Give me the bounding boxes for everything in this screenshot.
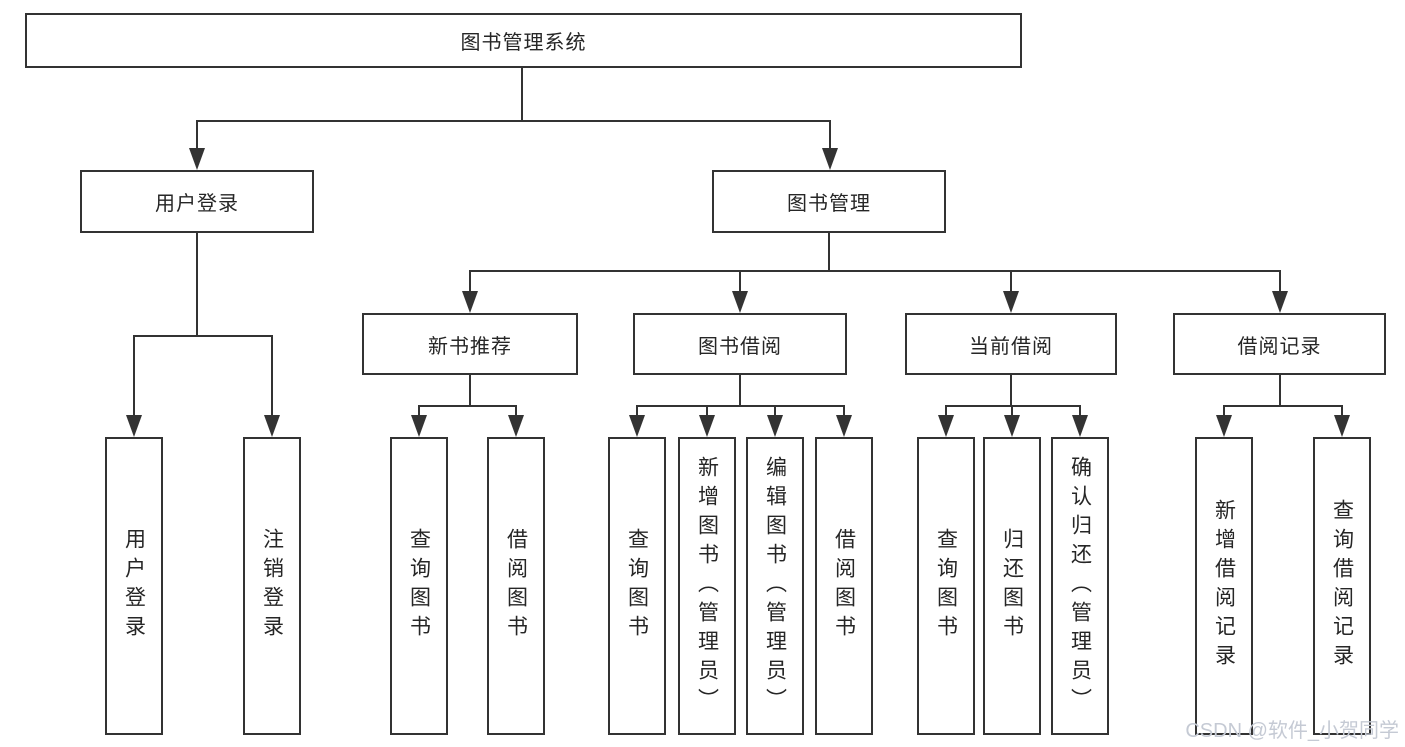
connector-recommend-stem bbox=[469, 270, 471, 294]
watermark: CSDN @软件_小贺同学 bbox=[1185, 720, 1399, 742]
connector-bb-leaf3-stem bbox=[774, 405, 776, 419]
node-root: 图书管理系统 bbox=[25, 13, 1022, 68]
connector-current-down bbox=[1010, 375, 1012, 406]
connector-current-bar bbox=[945, 405, 1081, 407]
leaf-user-login-label: 用户登录 bbox=[122, 528, 146, 644]
arrow-to-user-login-leaf bbox=[126, 415, 142, 437]
leaf-return-book: 归还图书 bbox=[983, 437, 1041, 735]
arrow-to-book-management bbox=[822, 148, 838, 170]
node-book-management: 图书管理 bbox=[712, 170, 946, 233]
connector-level2-bar bbox=[197, 120, 831, 122]
connector-borrow-stem bbox=[739, 270, 741, 294]
arrow-to-add-borrow-record bbox=[1216, 415, 1232, 437]
connector-level3-bar bbox=[469, 270, 1281, 272]
connector-bb-leaf2-stem bbox=[706, 405, 708, 419]
arrow-to-borrow-books-recommend bbox=[508, 415, 524, 437]
arrow-to-borrow-books-borrow bbox=[836, 415, 852, 437]
arrow-to-confirm-return-admin bbox=[1072, 415, 1088, 437]
connector-login-down bbox=[196, 233, 198, 336]
leaf-add-borrow-record-label: 新增借阅记录 bbox=[1212, 499, 1236, 673]
leaf-edit-book-admin: 编辑图书（管理员） bbox=[746, 437, 804, 735]
connector-records-down bbox=[1279, 375, 1281, 406]
leaf-query-books-borrow-label: 查询图书 bbox=[625, 528, 649, 644]
node-root-label: 图书管理系统 bbox=[460, 32, 587, 54]
arrow-to-edit-book-admin bbox=[767, 415, 783, 437]
arrow-to-user-login bbox=[189, 148, 205, 170]
connector-recommend-down bbox=[469, 375, 471, 406]
arrow-to-current-borrow bbox=[1003, 291, 1019, 313]
connector-bb-leaf1-stem bbox=[636, 405, 638, 419]
connector-book-management-stem bbox=[829, 120, 831, 152]
connector-mgmt-down bbox=[828, 233, 830, 272]
leaf-user-login: 用户登录 bbox=[105, 437, 163, 735]
leaf-borrow-books-recommend: 借阅图书 bbox=[487, 437, 545, 735]
leaf-return-book-label: 归还图书 bbox=[1000, 528, 1024, 644]
connector-root-stem bbox=[521, 68, 523, 121]
arrow-to-query-borrow-record bbox=[1334, 415, 1350, 437]
connector-br-leaf2-stem bbox=[1341, 405, 1343, 419]
connector-user-login-stem bbox=[196, 120, 198, 152]
leaf-add-book-admin: 新增图书（管理员） bbox=[678, 437, 736, 735]
leaf-borrow-books-borrow: 借阅图书 bbox=[815, 437, 873, 735]
node-current-borrow: 当前借阅 bbox=[905, 313, 1117, 375]
connector-recommend-bar bbox=[418, 405, 517, 407]
node-new-book-recommend-label: 新书推荐 bbox=[428, 335, 512, 358]
leaf-edit-book-admin-label: 编辑图书（管理员） bbox=[763, 455, 787, 717]
connector-cb-leaf1-stem bbox=[945, 405, 947, 419]
connector-borrow-down bbox=[739, 375, 741, 406]
arrow-to-book-borrow bbox=[732, 291, 748, 313]
node-current-borrow-label: 当前借阅 bbox=[969, 335, 1053, 358]
leaf-borrow-books-borrow-label: 借阅图书 bbox=[832, 528, 856, 644]
arrow-to-query-books-current bbox=[938, 415, 954, 437]
connector-rec-leaf2-stem bbox=[515, 405, 517, 419]
connector-records-bar bbox=[1223, 405, 1343, 407]
leaf-query-books-current-label: 查询图书 bbox=[934, 528, 958, 644]
arrow-to-query-books-borrow bbox=[629, 415, 645, 437]
leaf-add-book-admin-label: 新增图书（管理员） bbox=[695, 455, 719, 717]
leaf-query-borrow-record: 查询借阅记录 bbox=[1313, 437, 1371, 735]
leaf-logout-label: 注销登录 bbox=[260, 528, 284, 644]
leaf-add-borrow-record: 新增借阅记录 bbox=[1195, 437, 1253, 735]
connector-rec-leaf1-stem bbox=[418, 405, 420, 419]
arrow-to-query-books-recommend bbox=[411, 415, 427, 437]
arrow-to-return-book bbox=[1004, 415, 1020, 437]
node-borrow-records: 借阅记录 bbox=[1173, 313, 1386, 375]
node-user-login-label: 用户登录 bbox=[155, 193, 239, 215]
leaf-logout: 注销登录 bbox=[243, 437, 301, 735]
connector-bb-leaf4-stem bbox=[843, 405, 845, 419]
leaf-borrow-books-recommend-label: 借阅图书 bbox=[504, 528, 528, 644]
node-book-borrow: 图书借阅 bbox=[633, 313, 847, 375]
node-user-login: 用户登录 bbox=[80, 170, 314, 233]
connector-login-bar bbox=[133, 335, 273, 337]
leaf-query-books-current: 查询图书 bbox=[917, 437, 975, 735]
leaf-query-books-borrow: 查询图书 bbox=[608, 437, 666, 735]
arrow-to-logout-leaf bbox=[264, 415, 280, 437]
node-borrow-records-label: 借阅记录 bbox=[1237, 335, 1322, 358]
leaf-query-borrow-record-label: 查询借阅记录 bbox=[1330, 499, 1354, 673]
connector-borrow-bar bbox=[636, 405, 845, 407]
node-new-book-recommend: 新书推荐 bbox=[362, 313, 578, 375]
leaf-query-books-recommend-label: 查询图书 bbox=[407, 528, 431, 644]
arrow-to-borrow-records bbox=[1272, 291, 1288, 313]
leaf-confirm-return-admin-label: 确认归还（管理员） bbox=[1068, 455, 1092, 717]
connector-current-stem bbox=[1010, 270, 1012, 294]
node-book-management-label: 图书管理 bbox=[787, 193, 871, 215]
leaf-confirm-return-admin: 确认归还（管理员） bbox=[1051, 437, 1109, 735]
leaf-query-books-recommend: 查询图书 bbox=[390, 437, 448, 735]
connector-login-leaf1-stem bbox=[133, 335, 135, 419]
node-book-borrow-label: 图书借阅 bbox=[698, 335, 782, 358]
arrow-to-new-book-recommend bbox=[462, 291, 478, 313]
connector-cb-leaf2-stem bbox=[1011, 405, 1013, 419]
connector-login-leaf2-stem bbox=[271, 335, 273, 419]
connector-br-leaf1-stem bbox=[1223, 405, 1225, 419]
connector-cb-leaf3-stem bbox=[1079, 405, 1081, 419]
arrow-to-add-book-admin bbox=[699, 415, 715, 437]
connector-records-stem bbox=[1279, 270, 1281, 294]
